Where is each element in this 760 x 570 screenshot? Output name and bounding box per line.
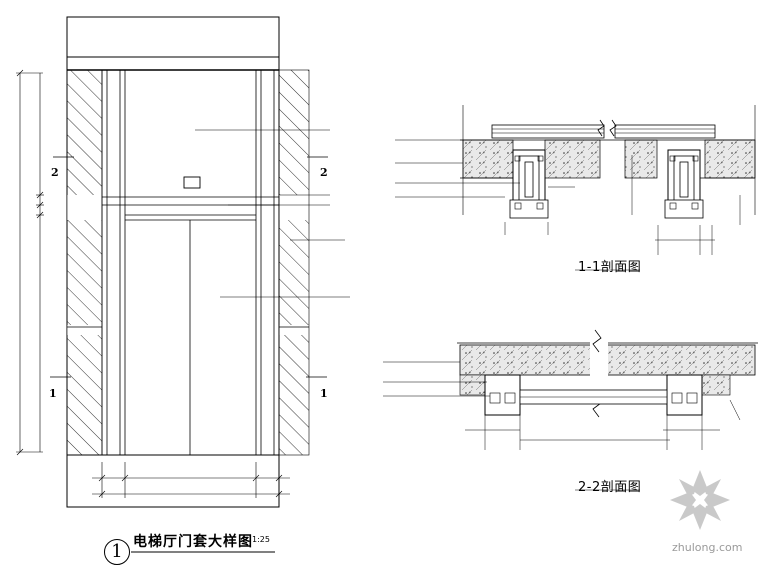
- section-mark-1-left: 1: [49, 387, 57, 400]
- vertical-dimensions: [16, 69, 44, 456]
- section-2-2-drawing: [383, 329, 758, 491]
- detail-number-circle: 1: [104, 539, 130, 565]
- floor-indicator-box: [183, 176, 201, 189]
- door-jambs: [101, 70, 280, 455]
- section-mark-2-left: 2: [51, 166, 59, 179]
- leader-lines: [195, 129, 350, 298]
- horizontal-dimensions: [92, 462, 290, 498]
- section-cut-markers: [50, 156, 328, 378]
- watermark-logo: [670, 470, 730, 530]
- transom-bands: [67, 196, 309, 328]
- section-2-2-title: 2-2剖面图: [578, 480, 642, 495]
- section-mark-2-right: 2: [320, 166, 328, 179]
- section-1-1-drawing: [395, 105, 756, 271]
- section-1-1-title: 1-1剖面图: [578, 260, 642, 275]
- section-mark-1-right: 1: [320, 387, 328, 400]
- watermark-text: zhulong.com: [672, 541, 743, 554]
- side-wall-hatching: [66, 69, 310, 456]
- drawing-title: 电梯厅门套大样图: [133, 534, 253, 550]
- drawing-scale: 1:25: [252, 535, 270, 544]
